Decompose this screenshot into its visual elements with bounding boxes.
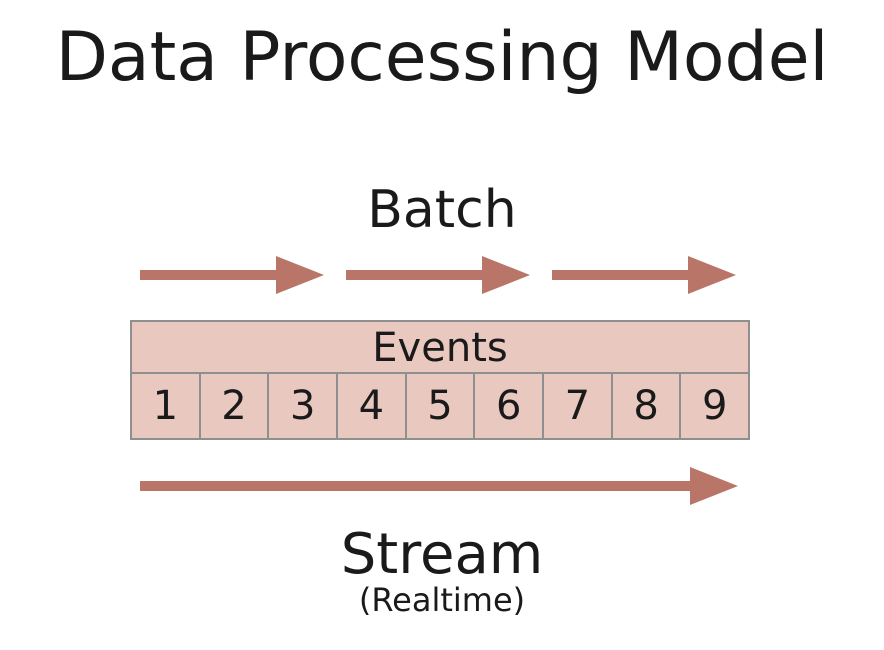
event-cells: 1 2 3 4 5 6 7 8 9 — [132, 374, 748, 438]
event-cell-4: 4 — [338, 374, 407, 438]
event-cell-3: 3 — [269, 374, 339, 438]
event-cell-6: 6 — [475, 374, 545, 438]
event-cell-1: 1 — [132, 374, 201, 438]
stream-label: Stream — [340, 522, 544, 587]
events-header: Events — [132, 322, 748, 374]
event-cell-5: 5 — [407, 374, 476, 438]
batch-label: Batch — [367, 180, 517, 240]
events-box: Events 1 2 3 4 5 6 7 8 9 — [130, 320, 750, 440]
diagram-title: Data Processing Model — [55, 18, 829, 97]
event-cell-8: 8 — [613, 374, 682, 438]
batch-arrow-2 — [346, 256, 530, 294]
stream-sublabel: (Realtime) — [358, 581, 526, 619]
batch-arrow-3 — [552, 256, 736, 294]
stream-arrow — [140, 467, 738, 505]
event-cell-9: 9 — [701, 383, 728, 429]
batch-arrow-1 — [140, 256, 324, 294]
event-cell-7: 7 — [544, 374, 613, 438]
event-cell-2: 2 — [201, 374, 270, 438]
